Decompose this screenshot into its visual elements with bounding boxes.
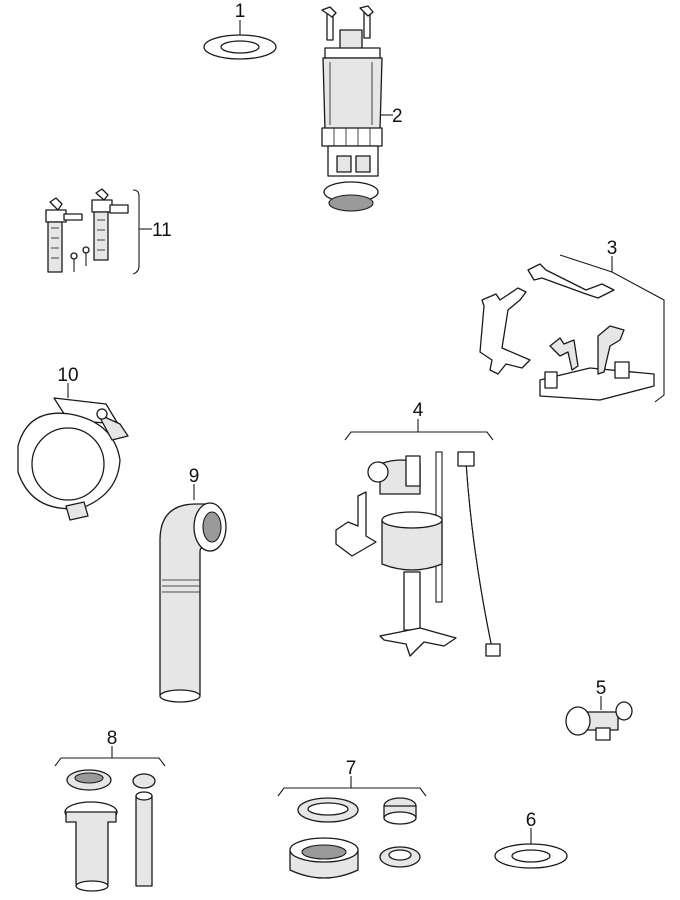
callout-4: 4	[413, 400, 424, 421]
callout-1: 1	[235, 1, 246, 22]
callout-10: 10	[57, 365, 78, 386]
part-11-bracket-kit: 11	[45, 188, 172, 275]
part-9-flush-bend: 9	[159, 466, 227, 703]
part-6-seal-ring: 6	[494, 810, 568, 869]
part-7-seal-set: 7	[277, 758, 427, 879]
callout-5: 5	[596, 678, 607, 699]
callout-2: 2	[392, 106, 403, 127]
callout-8: 8	[107, 728, 118, 749]
callout-3: 3	[607, 238, 618, 259]
callout-7: 7	[346, 758, 357, 779]
part-3-frame-set: 3	[479, 238, 665, 403]
part-5-angle-valve: 5	[565, 678, 633, 741]
part-2-flush-valve: 2	[321, 5, 403, 212]
part-1-seal-ring: 1	[203, 1, 277, 60]
part-8-pipe-set: 8	[54, 728, 166, 892]
part-10-pipe-clamp: 10	[17, 365, 129, 521]
callout-11: 11	[152, 220, 172, 241]
callout-6: 6	[526, 810, 537, 831]
callout-9: 9	[189, 466, 200, 487]
part-4-fill-valve: 4	[335, 400, 501, 657]
